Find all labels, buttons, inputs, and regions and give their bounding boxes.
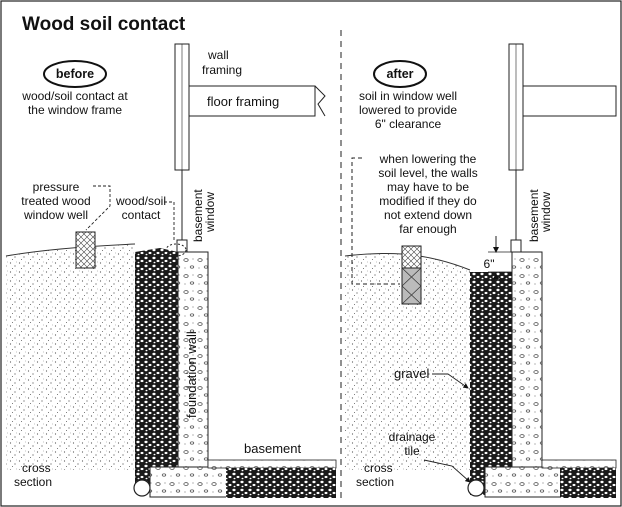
floor-framing-left [188, 85, 316, 117]
cross-section-left-2: section [14, 475, 52, 489]
basement-window-label-right-2: window [539, 192, 553, 233]
window-well-right [401, 245, 422, 269]
page-title: Wood soil contact [22, 14, 186, 35]
basement-label: basement [244, 441, 301, 456]
pressure-treated-label-1: pressure [33, 180, 80, 194]
basement-window-label-right-1: basement [527, 189, 541, 242]
note-line-3: may have to be [387, 180, 469, 194]
soil-left [6, 244, 135, 470]
foundation-wall-label: foundation wall [184, 331, 199, 418]
floor-framing-label: floor framing [207, 94, 279, 109]
cross-section-right-1: cross [364, 461, 393, 475]
wood-soil-contact-label-1: wood/soil [115, 194, 166, 208]
after-panel [344, 43, 617, 498]
note-line-6: far enough [399, 222, 456, 236]
footing-left [149, 466, 241, 498]
note-line-1: when lowering the [379, 152, 477, 166]
wall-framing-label-1: wall [207, 48, 229, 62]
window-well-extension [401, 267, 422, 305]
before-caption-1: wood/soil contact at [21, 89, 128, 103]
gravel-backfill-left [135, 248, 178, 490]
wood-soil-contact-label-2: contact [122, 208, 161, 222]
pressure-treated-label-2: treated wood [21, 194, 90, 208]
foundation-wall-right [511, 251, 543, 468]
after-caption-1: soil in window well [359, 89, 457, 103]
cross-section-left-1: cross [22, 461, 51, 475]
floor-framing-right [522, 85, 617, 117]
after-caption-2: lowered to provide [359, 103, 457, 117]
drainage-tile-label-1: drainage [389, 430, 436, 444]
window-well-left [75, 231, 96, 269]
note-line-2: soil level, the walls [378, 166, 477, 180]
drainage-tile-label-2: tile [404, 444, 420, 458]
cross-section-right-2: section [356, 475, 394, 489]
drainage-tile-right [467, 479, 485, 497]
clearance-label: 6" [484, 257, 495, 271]
wall-framing-label-2: framing [202, 63, 242, 77]
after-pill [373, 60, 427, 88]
note-line-4: modified if they do [379, 194, 477, 208]
before-label: before [56, 67, 94, 81]
before-pill [43, 60, 107, 88]
soil-right [345, 253, 470, 470]
pressure-treated-label-3: window well [23, 208, 88, 222]
basement-window-label-left-1: basement [191, 189, 205, 242]
basement-window-label-left-2: window [203, 192, 217, 233]
after-caption-3: 6" clearance [375, 117, 442, 131]
note-line-5: not extend down [384, 208, 472, 222]
after-label: after [386, 67, 413, 81]
drainage-tile-left [133, 479, 151, 497]
before-panel [5, 43, 337, 498]
before-caption-2: the window frame [28, 103, 122, 117]
gravel-backfill-right [470, 272, 512, 495]
gravel-label: gravel [394, 366, 430, 381]
